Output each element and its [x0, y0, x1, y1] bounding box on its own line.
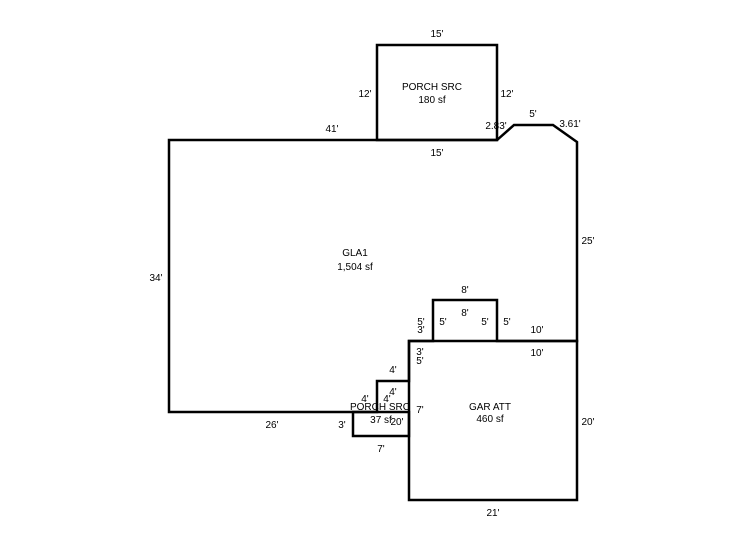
dim-porch-small-bottom: 7': [377, 444, 385, 455]
dim-step-e: 4': [389, 387, 397, 398]
dim-bump-right-a: 5': [481, 317, 489, 328]
porch-top-size: 180 sf: [418, 95, 445, 106]
dim-gla-top-short: 5': [529, 109, 537, 120]
dim-porch-top-right: 12': [500, 89, 513, 100]
dim-garage-right: 20': [581, 417, 594, 428]
dim-porch-top-left: 12': [358, 89, 371, 100]
dim-garage-bottom: 21': [486, 508, 499, 519]
dim-gla-right-upper: 25': [581, 236, 594, 247]
porch-small-outline: [351, 410, 411, 438]
dim-porch-top-width: 15': [430, 29, 443, 40]
dim-gla-diag-2: 3.61': [559, 119, 580, 130]
dim-bump-top-b: 8': [461, 308, 469, 319]
dim-bump-top-a: 8': [461, 285, 469, 296]
dim-porch-small-left: 3': [338, 420, 346, 431]
dim-step-h: 7': [416, 405, 424, 416]
dim-step-b: 3': [416, 347, 424, 358]
porch-top-name: PORCH SRC: [402, 82, 462, 93]
gla-size: 1,504 sf: [337, 262, 373, 273]
dim-gla-left: 34': [149, 273, 162, 284]
dim-garage-top-right-b: 10': [530, 348, 543, 359]
dim-step-d: 4': [389, 365, 397, 376]
porch-top-outline: [375, 43, 499, 142]
dim-step-g: 4': [383, 394, 391, 405]
dim-step-c: 5': [416, 356, 424, 367]
porch-small-name: PORCH SRC: [350, 402, 410, 413]
dim-bump-left-b: 5': [439, 317, 447, 328]
dim-step-i: 20': [390, 417, 403, 428]
dim-step-f: 4': [361, 394, 369, 405]
garage-name: GAR ATT: [469, 402, 511, 413]
dim-gla-bottom: 26': [265, 420, 278, 431]
dim-step-a: 3': [417, 325, 425, 336]
porch-small-size: 37 sf: [370, 415, 392, 426]
dim-garage-top-right-a: 10': [530, 325, 543, 336]
dim-gla-diag-1: 2.83': [485, 121, 506, 132]
garage-size: 460 sf: [476, 414, 503, 425]
dim-gla-top-left: 41': [325, 124, 338, 135]
dim-bump-left-a: 5': [417, 317, 425, 328]
dim-bump-right-b: 5': [503, 317, 511, 328]
garage-outline: [407, 339, 579, 502]
gla-name: GLA1: [342, 248, 368, 259]
dim-porch-top-bottom: 15': [430, 148, 443, 159]
gla-outline: [167, 123, 579, 414]
